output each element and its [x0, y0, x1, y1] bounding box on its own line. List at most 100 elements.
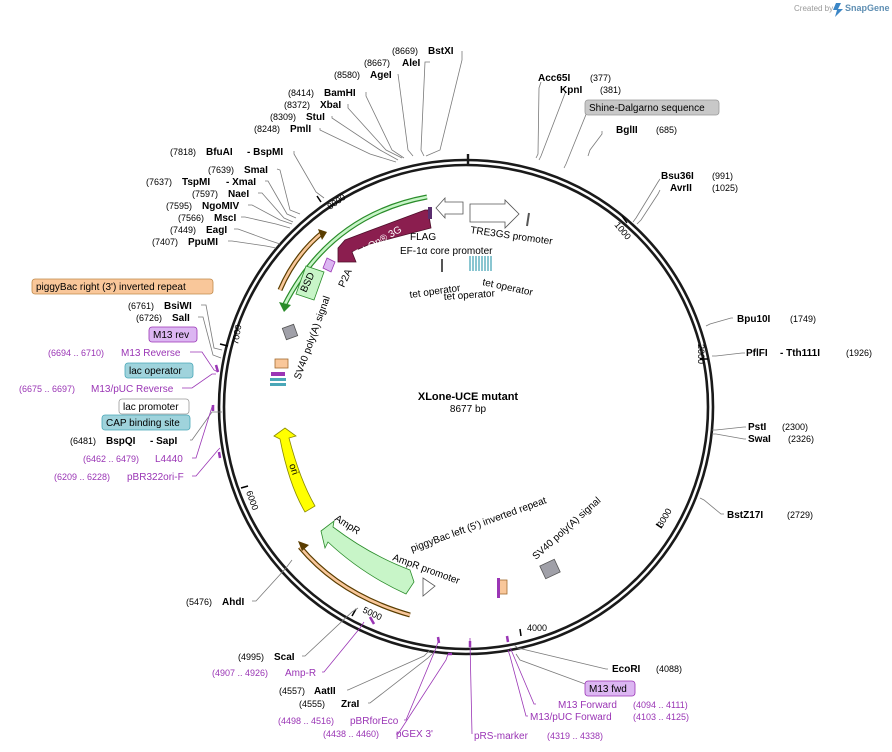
label-text: piggyBac right (3') inverted repeat: [36, 282, 186, 293]
enzyme-bamhi[interactable]: (8414)BamHI: [288, 88, 356, 99]
backbone-outer: [217, 158, 715, 656]
enzyme-pos: (6761): [128, 301, 154, 311]
primer-m13-forward[interactable]: M13 Forward(4094 .. 4111): [558, 700, 688, 711]
feature-orange-arc-left: [277, 229, 327, 291]
enzyme-scai[interactable]: (4995)ScaI: [238, 652, 295, 663]
ef1a-label: EF-1α core promoter: [400, 246, 493, 257]
label-lac-operator[interactable]: lac operator: [124, 362, 194, 379]
enzyme-bstxi[interactable]: (8669)BstXI: [392, 46, 454, 57]
tet-operator-3: tet operator: [443, 288, 495, 303]
primer-m13-puc-reverse[interactable]: (6675 .. 6697)M13/pUC Reverse: [19, 384, 174, 395]
enzyme-bglii[interactable]: BglII(685): [616, 125, 677, 136]
enzyme-bsiwi[interactable]: (6761)BsiWI: [128, 301, 192, 312]
enzyme-pos: (8414): [288, 88, 314, 98]
feature-tet-operators[interactable]: tet operator tet operator tet operator: [409, 256, 534, 303]
primer-amp-r[interactable]: (4907 .. 4926)Amp-R: [212, 668, 316, 679]
enzyme-aatii[interactable]: (4557)AatII: [279, 686, 336, 697]
enzyme-pos: (8248): [254, 124, 280, 134]
enzyme-pos: (4555): [299, 699, 325, 709]
enzyme-psti[interactable]: PstI(2300): [748, 422, 808, 433]
primer-m13-puc-forward[interactable]: M13/pUC Forward(4103 .. 4125): [530, 712, 689, 723]
tick-label-2000: 2000: [696, 344, 706, 364]
primer-range: (4438 .. 4460): [323, 729, 379, 739]
primer-range: (4103 .. 4125): [633, 712, 689, 722]
scale-tick-6000: 6000: [240, 485, 260, 512]
primer-l4440[interactable]: (6462 .. 6479)L4440: [83, 454, 183, 465]
enzyme-pflfi[interactable]: PflFI- Tth111I(1926): [746, 348, 872, 359]
enzyme-pos: (6481): [70, 436, 96, 446]
enzyme-name: KpnI: [560, 85, 582, 96]
piggybac-right-block[interactable]: [274, 358, 289, 369]
label-cap-binding-site[interactable]: CAP binding site: [101, 414, 191, 431]
enzyme-tspmi[interactable]: (7637)TspMI- XmaI: [146, 177, 256, 188]
enzyme-zrai[interactable]: (4555)ZraI: [299, 699, 360, 710]
enzyme-ahdi[interactable]: (5476) AhdI: [186, 597, 244, 608]
enzyme-name: AleI: [402, 58, 421, 69]
lac-operator-block[interactable]: [270, 378, 286, 381]
enzyme-pos: (7818): [170, 147, 196, 157]
feature-flag[interactable]: FLAG: [410, 207, 436, 243]
label-piggybac-right[interactable]: piggyBac right (3') inverted repeat: [31, 278, 214, 295]
primer-name: M13 Reverse: [121, 348, 181, 359]
enzyme-ecori[interactable]: EcoRI(4088): [612, 664, 682, 675]
enzyme-pos: (8580): [334, 70, 360, 80]
label-shine-dalgarno[interactable]: Shine-Dalgarno sequence: [584, 99, 720, 116]
enzyme-pos: (7597): [192, 189, 218, 199]
enzyme-ngomiv[interactable]: (7595)NgoMIV: [166, 201, 240, 212]
enzyme-smai[interactable]: (7639)SmaI: [208, 165, 268, 176]
enzyme-name: Bpu10I: [737, 314, 771, 325]
enzyme-name: BglII: [616, 125, 638, 136]
enzyme-extra: - Tth111I: [780, 348, 820, 359]
enzyme-name: PmlI: [290, 124, 311, 135]
enzyme-name: BstZ17I: [727, 510, 763, 521]
feature-bsd[interactable]: BSD: [295, 265, 325, 301]
enzyme-name: TspMI: [182, 177, 210, 188]
enzyme-pos: (2729): [787, 510, 813, 520]
enzyme-name: SalI: [172, 313, 190, 324]
m13rev-block[interactable]: [271, 372, 285, 376]
label-m13-fwd[interactable]: M13 fwd: [584, 680, 636, 697]
enzyme-pmli[interactable]: (8248) PmlI: [254, 124, 311, 135]
tick-label-7000: 7000: [230, 324, 243, 345]
enzyme-bsu36i[interactable]: Bsu36I(991): [661, 171, 733, 182]
enzyme-bfuai[interactable]: (7818)BfuAI- BspMI: [170, 147, 283, 158]
scale-tick-2000: 2000: [696, 344, 708, 364]
feature-tre3gs-promoter[interactable]: TRE3GS promoter: [470, 199, 554, 248]
enzyme-ppumi[interactable]: (7407)PpuMI: [152, 237, 218, 248]
feature-p2a[interactable]: P2A: [322, 257, 355, 289]
feature-sv40-left[interactable]: SV40 poly(A) signal: [281, 295, 333, 381]
cap-block[interactable]: [270, 383, 286, 386]
enzyme-msci[interactable]: (7566)MscI: [178, 213, 236, 224]
feature-bsd-arc[interactable]: [279, 194, 428, 312]
primer-pbrforeco[interactable]: (4498 .. 4516)pBRforEco: [278, 716, 399, 727]
enzyme-swai[interactable]: SwaI(2326): [748, 434, 814, 445]
enzyme-bpu10i[interactable]: Bpu10I(1749): [737, 314, 816, 325]
primer-pbr322ori-f[interactable]: (6209 .. 6228)pBR322ori-F: [54, 472, 184, 483]
enzyme-avrii[interactable]: AvrII(1025): [670, 183, 738, 194]
enzyme-kpni[interactable]: KpnI(381): [560, 85, 621, 96]
enzyme-bstz17i[interactable]: BstZ17I (2729): [727, 510, 813, 521]
enzyme-agei[interactable]: (8580)AgeI: [334, 70, 392, 81]
enzyme-pos: (5476): [186, 597, 212, 607]
label-lac-promoter[interactable]: lac promoter: [118, 398, 190, 415]
enzyme-acc65i[interactable]: Acc65I(377): [538, 73, 611, 84]
feature-ori[interactable]: ori: [273, 427, 316, 513]
primer-prs-marker[interactable]: pRS-marker(4319 .. 4338): [474, 731, 603, 742]
enzyme-extra: - SapI: [150, 436, 177, 447]
primer-pgex3[interactable]: (4438 .. 4460)pGEX 3': [323, 729, 433, 740]
enzyme-name: AhdI: [222, 597, 244, 608]
feature-ef1a-promoter[interactable]: EF-1α core promoter: [400, 196, 493, 257]
primer-name: pBR322ori-F: [127, 472, 184, 483]
enzyme-sali[interactable]: (6726)SalI: [136, 313, 190, 324]
enzyme-eagi[interactable]: (7449)EagI: [170, 225, 227, 236]
label-text: lac promoter: [123, 402, 179, 413]
enzyme-alei[interactable]: (8667)AleI: [364, 58, 421, 69]
label-m13-rev[interactable]: M13 rev: [148, 326, 198, 343]
enzyme-stui[interactable]: (8309)StuI: [270, 112, 325, 123]
enzyme-pos: (7637): [146, 177, 172, 187]
enzyme-name: NaeI: [228, 189, 249, 200]
enzyme-naei[interactable]: (7597) NaeI: [192, 189, 249, 200]
enzyme-xbai[interactable]: (8372)XbaI: [284, 100, 341, 111]
enzyme-bspqi[interactable]: (6481)BspQI- SapI: [70, 436, 177, 447]
primer-m13-reverse[interactable]: (6694 .. 6710)M13 Reverse: [48, 348, 181, 359]
